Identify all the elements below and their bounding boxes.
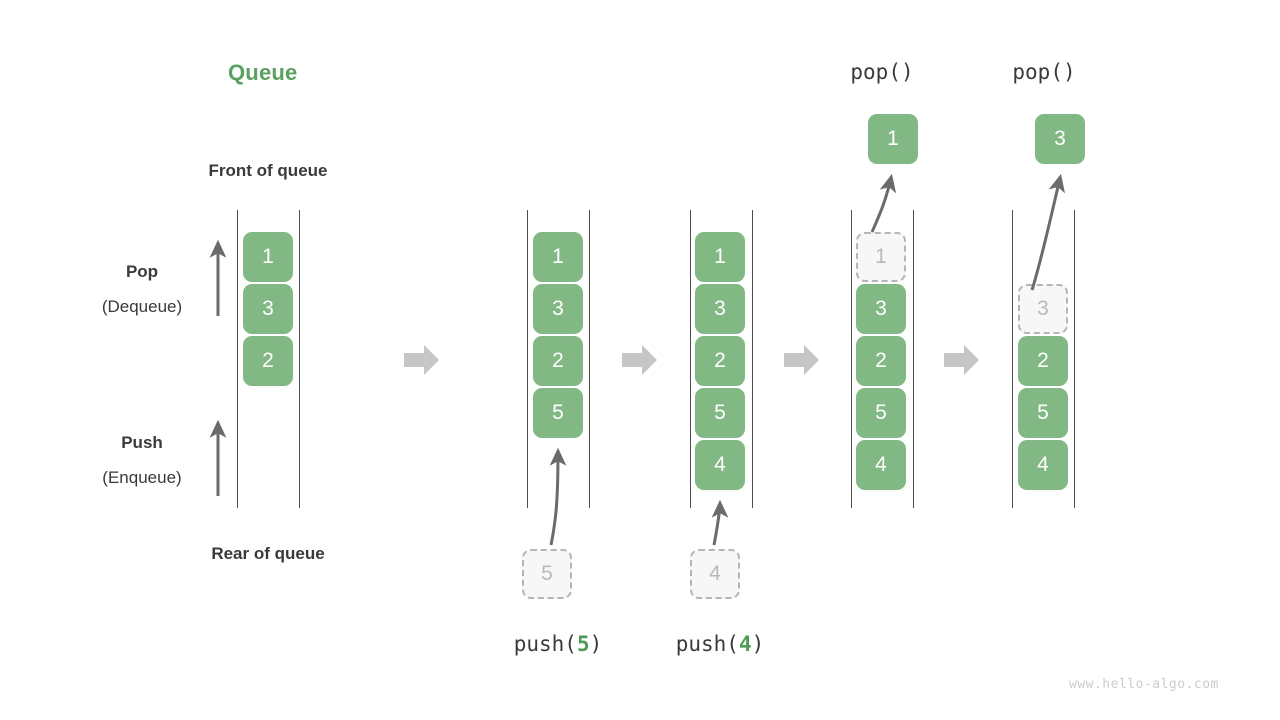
popped-cell-1: 1 xyxy=(868,114,918,164)
queue-cell: 4 xyxy=(695,440,745,490)
watermark: www.hello-algo.com xyxy=(1069,677,1219,692)
push-4-value: 4 xyxy=(738,632,752,656)
push-4-caption: push(4) xyxy=(620,632,820,656)
queue-cell: 4 xyxy=(1018,440,1068,490)
queue-rail-left-2 xyxy=(527,210,528,508)
push-5-value: 5 xyxy=(576,632,590,656)
queue-cell: 2 xyxy=(856,336,906,386)
popped-cell-3: 3 xyxy=(1035,114,1085,164)
queue-cell: 1 xyxy=(533,232,583,282)
queue-cell: 3 xyxy=(533,284,583,334)
queue-rail-right-1 xyxy=(299,210,300,508)
ghost-cell-pop-1: 1 xyxy=(856,232,906,282)
queue-rail-right-5 xyxy=(1074,210,1075,508)
pop-label: Pop xyxy=(125,262,159,281)
queue-rail-left-3 xyxy=(690,210,691,508)
dequeue-label: (Dequeue) xyxy=(101,297,183,316)
queue-cell: 3 xyxy=(695,284,745,334)
pop-1-caption: pop() xyxy=(850,60,914,84)
pop-2-caption: pop() xyxy=(1012,60,1076,84)
push-label: Push xyxy=(121,433,163,452)
push-4-suffix: ) xyxy=(751,632,765,656)
push-4-arrow-icon xyxy=(711,499,729,546)
queue-rail-right-3 xyxy=(752,210,753,508)
queue-cell: 1 xyxy=(243,232,293,282)
queue-cell: 5 xyxy=(695,388,745,438)
queue-cell: 5 xyxy=(856,388,906,438)
push-5-arrow-icon xyxy=(549,447,567,546)
queue-rail-left-4 xyxy=(851,210,852,508)
rear-of-queue-label: Rear of queue xyxy=(211,544,325,563)
queue-cell: 1 xyxy=(695,232,745,282)
ghost-cell-push-4: 4 xyxy=(690,549,740,599)
queue-cell: 2 xyxy=(695,336,745,386)
stage-separator-arrow-icon-1 xyxy=(404,345,439,375)
queue-rail-right-4 xyxy=(913,210,914,508)
page-title: Queue xyxy=(228,60,298,85)
queue-rail-left-5 xyxy=(1012,210,1013,508)
queue-rail-right-2 xyxy=(589,210,590,508)
ghost-cell-push-5: 5 xyxy=(522,549,572,599)
queue-cell: 2 xyxy=(243,336,293,386)
queue-cell: 3 xyxy=(243,284,293,334)
ghost-cell-pop-3: 3 xyxy=(1018,284,1068,334)
queue-cell: 2 xyxy=(1018,336,1068,386)
enqueue-label: (Enqueue) xyxy=(102,468,182,487)
stage-separator-arrow-icon-4 xyxy=(944,345,979,375)
queue-cell: 4 xyxy=(856,440,906,490)
push-5-caption: push(5) xyxy=(458,632,658,656)
push-5-suffix: ) xyxy=(589,632,603,656)
pop-3-arrow-icon xyxy=(1030,173,1066,291)
front-of-queue-label: Front of queue xyxy=(208,161,328,180)
pop-1-arrow-icon xyxy=(870,173,897,233)
queue-cell: 2 xyxy=(533,336,583,386)
queue-cell: 3 xyxy=(856,284,906,334)
push-4-prefix: push( xyxy=(675,632,739,656)
queue-cell: 5 xyxy=(533,388,583,438)
queue-rail-left-1 xyxy=(237,210,238,508)
push-5-prefix: push( xyxy=(513,632,577,656)
stage-separator-arrow-icon-3 xyxy=(784,345,819,375)
stage-separator-arrow-icon-2 xyxy=(622,345,657,375)
queue-cell: 5 xyxy=(1018,388,1068,438)
